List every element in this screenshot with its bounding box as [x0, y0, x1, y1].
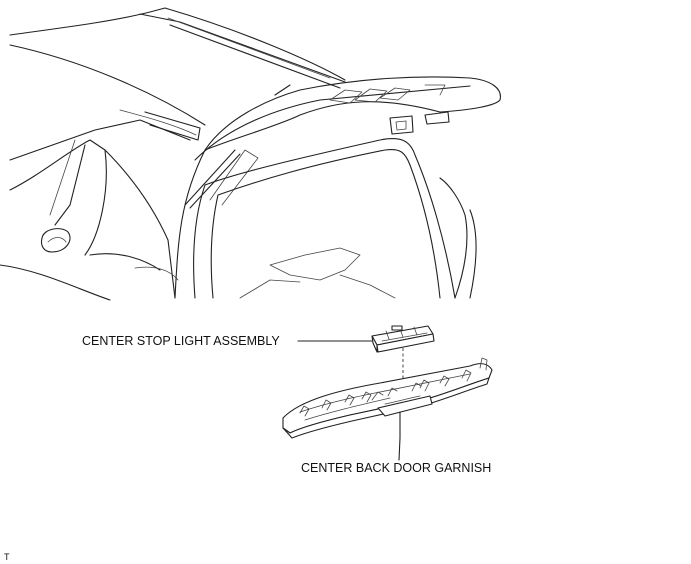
garnish-leader-line: [398, 411, 401, 461]
corner-mark: T: [4, 552, 10, 562]
center-stop-light-assembly-part: [371, 325, 435, 353]
garnish-label: CENTER BACK DOOR GARNISH: [301, 461, 491, 475]
vehicle-rear-illustration: [0, 7, 501, 301]
stop-light-label: CENTER STOP LIGHT ASSEMBLY: [82, 334, 280, 348]
center-back-door-garnish-part: [282, 357, 493, 439]
